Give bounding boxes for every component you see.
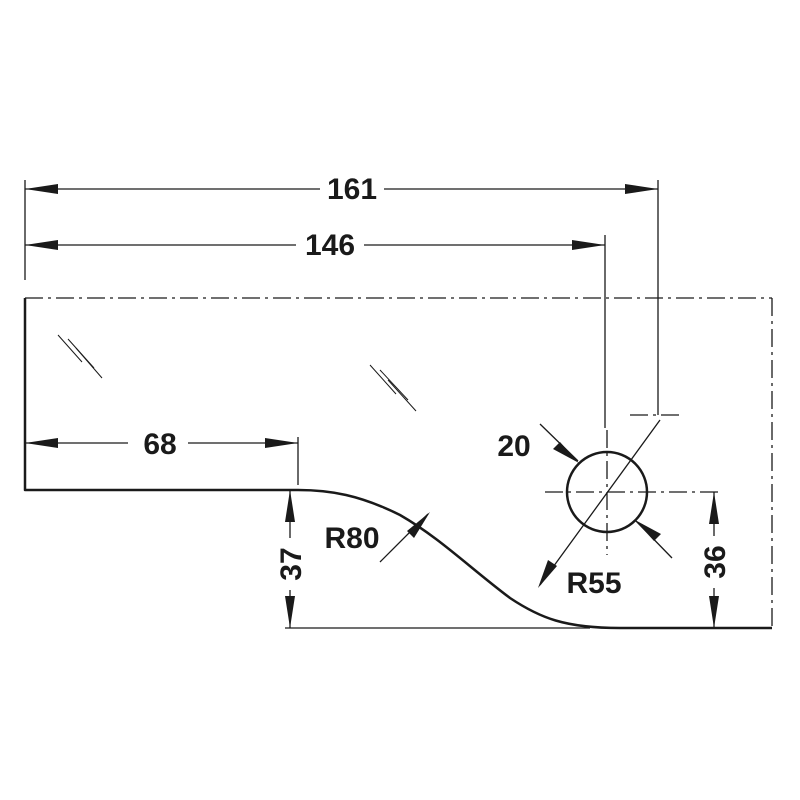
dimension-hole-diameter: 20 [497, 423, 673, 559]
dim-label-37: 37 [275, 547, 308, 580]
dim-label-r80: R80 [324, 522, 379, 555]
dimension-161: 161 [25, 168, 658, 206]
panel-profile [23, 298, 772, 630]
panel-outline [23, 297, 773, 630]
dim-label-36: 36 [699, 545, 732, 578]
dimension-36: 36 [695, 492, 733, 628]
dim-label-146: 146 [305, 229, 355, 262]
hole-center-lines [545, 414, 718, 555]
glass-hatch-marks [57, 334, 417, 412]
dimension-68: 68 [25, 423, 298, 461]
extension-lines [24, 180, 659, 629]
dimension-37: 37 [271, 490, 309, 628]
dim-label-20: 20 [497, 430, 530, 463]
dimension-r80: R80 [324, 512, 430, 563]
dimension-146: 146 [25, 224, 605, 262]
dim-label-161: 161 [327, 173, 377, 206]
dim-label-r55: R55 [566, 567, 621, 600]
dimension-r55: R55 [538, 419, 661, 600]
dim-label-68: 68 [143, 428, 176, 461]
